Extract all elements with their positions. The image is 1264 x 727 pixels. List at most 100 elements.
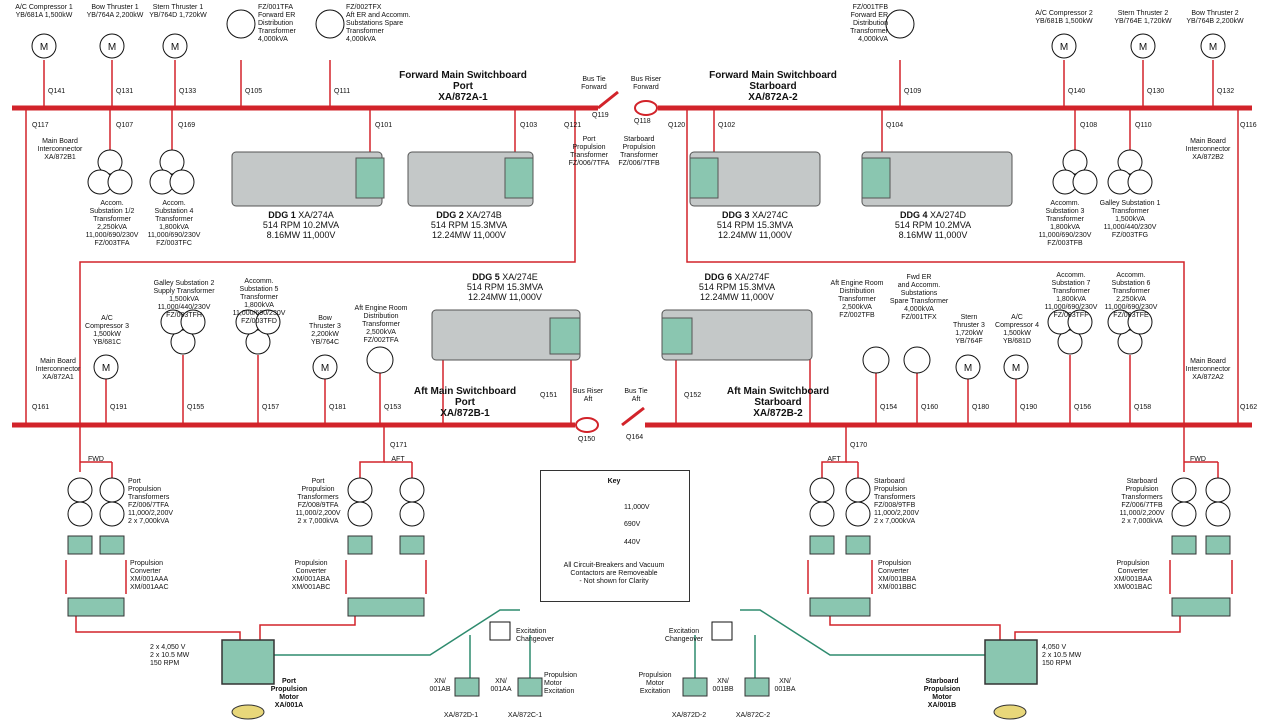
key-440v: 440V — [624, 539, 641, 546]
breaker-label: Q110 — [1135, 122, 1152, 129]
excitation-changeover-label: Excitation Changeover — [664, 628, 704, 643]
aft-stbd-board-title: Aft Main Switchboard Starboard XA/872B-2 — [726, 386, 830, 419]
exc-label: XN/ 001BA — [774, 678, 796, 693]
breaker-label: Q190 — [1020, 404, 1038, 411]
breaker-label: Q116 — [1240, 122, 1257, 129]
exc-label: XN/ 001BB — [712, 678, 734, 693]
breaker-label: Q107 — [116, 122, 134, 129]
svg-text:M: M — [102, 363, 110, 374]
port-propeller-icon — [231, 704, 265, 720]
breaker-label: Q102 — [718, 122, 736, 129]
top-load-label: FZ/002TFX Aft ER and Accomm. Substations… — [346, 4, 411, 43]
breaker-label: Q158 — [1134, 404, 1152, 411]
breaker-label: Q131 — [116, 88, 134, 95]
breaker-label: Q156 — [1074, 404, 1092, 411]
transformer-icon — [315, 9, 345, 39]
exc-label: XA/872C-2 — [735, 712, 771, 719]
svg-text:M: M — [171, 42, 179, 53]
aft-load-label: Aft Engine Room Distribution Transformer… — [830, 280, 884, 319]
aft-load-label: Accomm. Substation 7 Transformer 1,800kV… — [1044, 272, 1098, 319]
breaker-label: Q119 — [592, 112, 609, 119]
motor-icon — [1130, 33, 1156, 59]
converter-label: Propulsion Converter XM/001BAA XM/001BAC — [1113, 560, 1153, 591]
breaker-label: Q105 — [245, 88, 263, 95]
bus-riser-forward — [634, 100, 658, 116]
bus-riser-forward-label: Bus Riser Forward — [630, 76, 662, 91]
aft-load-label: Galley Substation 2 Supply Transformer 1… — [153, 280, 215, 319]
breaker-label: Q120 — [668, 122, 686, 129]
aft-load-label: A/C Compressor 4 1,500kW YB/681D — [995, 314, 1039, 345]
transformer-label: Port Propulsion Transformer FZ/006/7TFA — [568, 136, 610, 167]
aft-load-label: A/C Compressor 3 1,500kW YB/681C — [85, 315, 129, 346]
interconnector-label: Main Board Interconnector XA/872B1 — [37, 138, 83, 161]
top-load-label: FZ/001TFB Forward ER Distribution Transf… — [850, 4, 888, 43]
breaker-label: Q180 — [972, 404, 990, 411]
breaker-label: Q150 — [578, 436, 596, 443]
breaker-label: Q171 — [390, 442, 408, 449]
converter-label: Propulsion Converter XM/001AAA XM/001AAC — [130, 560, 169, 591]
breaker-label: Q153 — [384, 404, 402, 411]
top-load-label: Bow Thruster 1 YB/764A 2,200kW — [86, 4, 144, 19]
aft-port-board-title: Aft Main Switchboard Port XA/872B-1 — [413, 386, 517, 419]
top-load-label: A/C Compressor 1 YB/681A 1,500kW — [15, 4, 73, 19]
breaker-label: Q152 — [684, 392, 702, 399]
transformer-icon — [885, 9, 915, 39]
svg-text:M: M — [964, 363, 972, 374]
bus-tie-forward-label: Bus Tie Forward — [581, 76, 607, 91]
motor-icon — [99, 33, 125, 59]
svg-text:M: M — [1209, 42, 1217, 53]
exc-label: XA/872C-1 — [507, 712, 543, 719]
aft-label: AFT — [827, 456, 841, 463]
aft-load-label: Stern Thruster 3 1,720kW YB/764F — [953, 314, 985, 345]
aft-load-label: Accomm. Substation 6 Transformer 2,250kV… — [1104, 272, 1158, 319]
fwd-label: FWD — [88, 456, 104, 463]
exc-label: XN/ 001AB — [429, 678, 451, 693]
bus-tie-aft-switch — [621, 406, 645, 427]
breaker-label: Q118 — [634, 118, 651, 125]
key-11kv: 11,000V — [624, 504, 650, 511]
bus-riser-aft-label: Bus Riser Aft — [572, 388, 604, 403]
svg-text:M: M — [1060, 42, 1068, 53]
excitation-changeover-port — [489, 621, 511, 641]
fwd-stbd-board-title: Forward Main Switchboard Starboard XA/87… — [709, 70, 837, 103]
interconnector-label: Main Board Interconnector XA/872A1 — [35, 358, 81, 381]
key-690v: 690V — [624, 521, 641, 528]
breaker-label: Q160 — [921, 404, 939, 411]
interconnector-label: Main Board Interconnector XA/872A2 — [1185, 358, 1231, 381]
exc-label: XN/ 001AA — [490, 678, 512, 693]
legend-box — [540, 470, 690, 602]
exc-label: XA/872D-2 — [671, 712, 707, 719]
breaker-label: Q132 — [1217, 88, 1235, 95]
motor-icon — [1200, 33, 1226, 59]
breaker-label: Q108 — [1080, 122, 1098, 129]
aft-load-label: Fwd ER and Accomm. Substations Spare Tra… — [889, 274, 949, 321]
top-load-label: Stern Thruster 2 YB/764E 1,720kW — [1114, 10, 1172, 25]
port-propulsion-motor — [221, 639, 275, 685]
exc-label: XA/872D-1 — [443, 712, 479, 719]
transformer-icon — [226, 9, 256, 39]
excitation-changeover-label: Excitation Changeover — [516, 628, 555, 643]
port-motor-name: Port Propulsion Motor XA/001A — [270, 678, 308, 709]
transformer-label: Starboard Propulsion Transformer FZ/006/… — [618, 136, 660, 167]
stbd-motor-name: Starboard Propulsion Motor XA/001B — [923, 678, 961, 709]
breaker-label: Q191 — [110, 404, 128, 411]
aft-load-label: Accomm. Substation 5 Transformer 1,800kV… — [232, 278, 286, 325]
motor-excitation-label: Propulsion Motor Excitation — [638, 672, 672, 695]
aft-label: AFT — [391, 456, 405, 463]
motor-excitation-label: Propulsion Motor Excitation — [544, 672, 578, 695]
prop-transformer-label: Port Propulsion Transformers FZ/006/7TFA… — [128, 478, 174, 525]
breaker-label: Q101 — [375, 122, 393, 129]
breaker-label: Q161 — [32, 404, 50, 411]
bus-tie-forward-switch — [597, 90, 619, 110]
top-load-label: Bow Thruster 2 YB/764B 2,200kW — [1186, 10, 1244, 25]
breaker-label: Q164 — [626, 434, 644, 441]
transformer-label: Accomm. Substation 3 Transformer 1,800kV… — [1038, 200, 1092, 247]
motor-icon — [1051, 33, 1077, 59]
top-load-label: Stern Thruster 1 YB/764D 1,720kW — [149, 4, 207, 19]
breaker-label: Q109 — [904, 88, 922, 95]
